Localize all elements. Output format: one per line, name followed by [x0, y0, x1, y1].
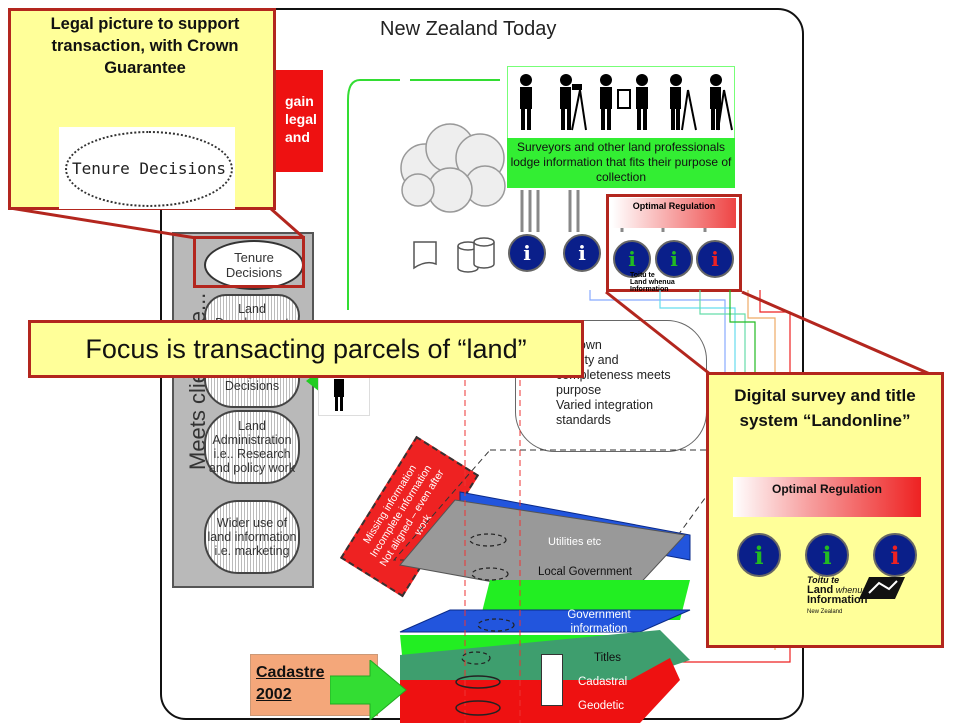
page-title: New Zealand Today: [380, 18, 557, 40]
landonline-logo: Toitu te Land whenua Information New Zea…: [807, 575, 907, 615]
green-connector: [347, 79, 500, 310]
surveyors-lodge-box: Surveyors and other land professionals l…: [507, 138, 735, 188]
right-callout-pointer: [605, 290, 931, 376]
info-icon-green: i: [737, 533, 781, 577]
land-administration-ellipse: Land Administration i.e.. Research and p…: [204, 410, 300, 484]
logo-text: Toitu te: [807, 575, 840, 585]
layer-label: Geodetic: [578, 700, 625, 712]
logo-text: whenua: [835, 585, 868, 595]
cloud-icon: [400, 123, 506, 213]
layer-label: Utilities etc: [548, 536, 602, 548]
database-icon: [457, 237, 495, 273]
legal-picture-heading: Legal picture to support transaction, wi…: [50, 15, 240, 77]
layer-label: Titles: [594, 652, 622, 664]
red-partial-text: gain legal and: [285, 93, 317, 145]
landonline-logo-tiny: [541, 654, 563, 706]
landonline-callout: Digital survey and title system “Landonl…: [706, 372, 944, 648]
tenure-decisions-image: Tenure Decisions: [59, 127, 235, 209]
top-left-callout-pointer: [9, 206, 305, 240]
logo-text: Toitu te: [630, 272, 655, 279]
optimal-regulation-large: Optimal Regulation: [733, 477, 921, 517]
logo-text: Information: [630, 286, 669, 293]
logo-text: whenua: [648, 279, 675, 286]
cadastre-label: Cadastre 2002: [256, 664, 325, 703]
tenure-highlight: [193, 236, 305, 288]
info-icon: i: [508, 234, 546, 272]
logo-text: Land: [630, 279, 647, 286]
logo-text: Land: [807, 584, 834, 596]
optimal-regulation-small: Optimal Regulation: [612, 198, 736, 228]
info-icon: i: [563, 234, 601, 272]
layer-label: Government information: [567, 609, 631, 635]
document-icon: [413, 241, 437, 270]
info-icon-green: i: [805, 533, 849, 577]
info-icon-red: i: [696, 240, 734, 278]
landonline-highlight-frame: [606, 194, 742, 292]
info-icon-green: i: [655, 240, 693, 278]
logo-text: New Zealand: [807, 609, 843, 615]
landonline-heading: Digital survey and title system “Landonl…: [734, 386, 916, 430]
focus-banner: Focus is transacting parcels of “land”: [28, 320, 584, 378]
landonline-logo-small: Toitu te Land whenua Information: [630, 272, 675, 293]
layer-label: Cadastral: [578, 676, 628, 688]
legal-picture-callout: Legal picture to support transaction, wi…: [8, 8, 276, 210]
utilities-dashed-outline: [392, 449, 741, 561]
focus-banner-text: Focus is transacting parcels of “land”: [85, 334, 527, 364]
tenure-decisions-ellipse: Tenure Decisions: [204, 240, 304, 290]
wider-use-ellipse: Wider use of land information i.e. marke…: [204, 500, 300, 574]
tenure-decisions-ellipse-large: Tenure Decisions: [65, 131, 233, 207]
green-arrow-right: [330, 660, 407, 720]
info-icon-green: i: [613, 240, 651, 278]
info-icon-red: i: [873, 533, 917, 577]
logo-text: Information: [807, 594, 868, 606]
surveyor-people-icon: [520, 74, 733, 131]
layer-label: Local Government: [538, 566, 632, 578]
globe-logo-icon: [859, 577, 905, 599]
parcel-connector-lines: [455, 380, 521, 723]
